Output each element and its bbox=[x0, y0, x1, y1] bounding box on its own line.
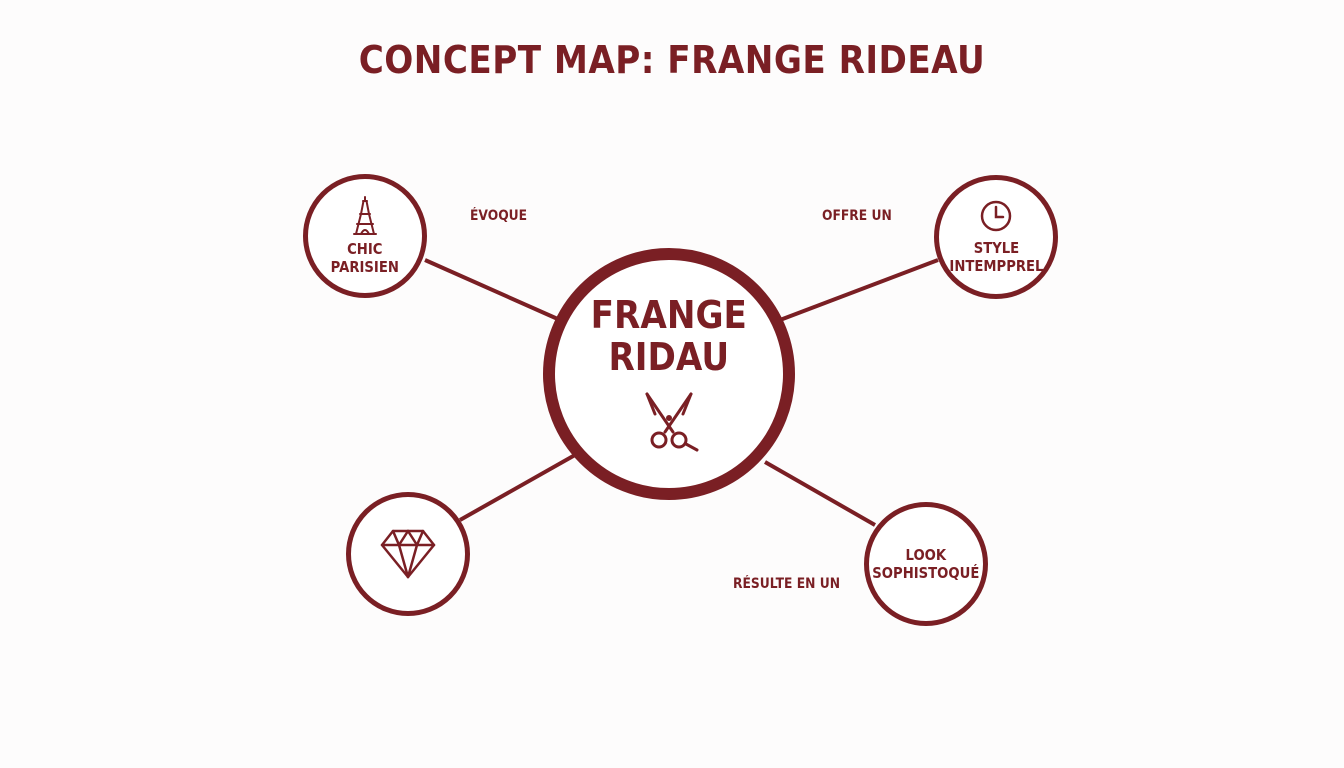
center-node[interactable]: FRANGE RIDAU bbox=[543, 248, 795, 500]
connector-top-right bbox=[779, 258, 939, 322]
scissors-icon bbox=[637, 388, 701, 454]
center-label-line2: RIDAU bbox=[608, 335, 730, 379]
node-label-line1: LOOK bbox=[905, 546, 947, 564]
node-label-line2: SOPHISTOQUÉ bbox=[872, 564, 980, 582]
node-label-line1: STYLE bbox=[973, 239, 1019, 257]
node-diamond[interactable] bbox=[346, 492, 470, 616]
node-chic-parisien[interactable]: CHIC PARISIEN bbox=[303, 174, 427, 298]
edge-label-resulte-en-un: RÉSULTE EN UN bbox=[733, 576, 841, 592]
page-title: CONCEPT MAP: FRANGE RIDEAU bbox=[358, 38, 986, 82]
node-label-line2: INTEMPPREL bbox=[948, 257, 1044, 275]
connector-top-left bbox=[424, 258, 561, 322]
node-look-sophistique[interactable]: LOOK SOPHISTOQUÉ bbox=[864, 502, 988, 626]
eiffel-tower-icon bbox=[352, 196, 378, 236]
connector-bottom-left bbox=[459, 453, 576, 522]
center-label-line1: FRANGE bbox=[590, 293, 748, 337]
node-label-line1: CHIC bbox=[347, 240, 383, 258]
node-style-intemporel[interactable]: STYLE INTEMPPREL bbox=[934, 175, 1058, 299]
connector-bottom-right bbox=[764, 460, 876, 527]
node-label-line2: PARISIEN bbox=[330, 258, 400, 276]
edge-label-evoque: ÉVOQUE bbox=[470, 208, 528, 224]
clock-icon bbox=[979, 199, 1013, 233]
edge-label-offre-un: OFFRE UN bbox=[822, 208, 892, 224]
diamond-icon bbox=[379, 528, 437, 580]
